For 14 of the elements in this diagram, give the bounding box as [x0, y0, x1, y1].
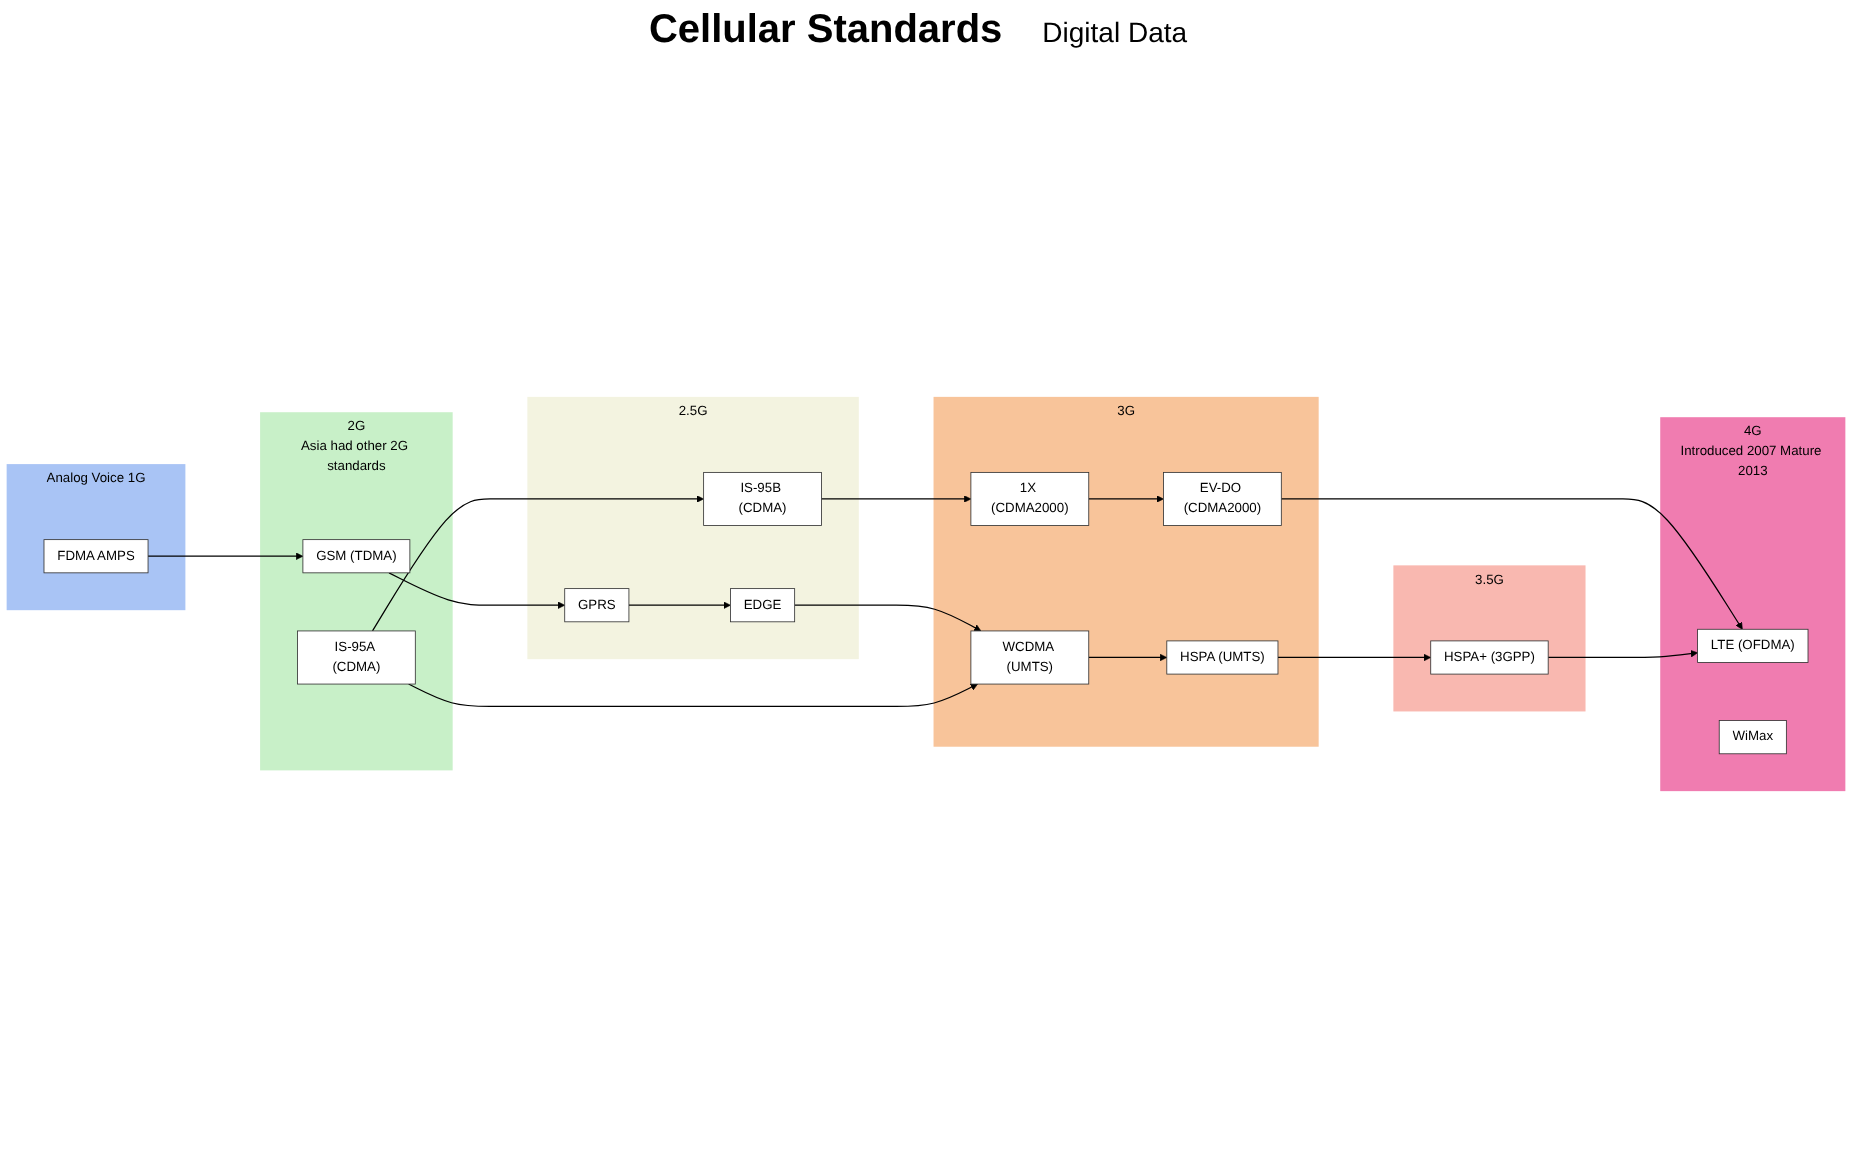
arrow — [371, 495, 704, 632]
arrow — [388, 572, 566, 609]
note-text: Digital Data — [1042, 16, 1188, 48]
arrow — [1280, 498, 1743, 630]
diagram-title: Cellular Standards — [648, 8, 1003, 54]
arrow — [794, 604, 982, 632]
arrow — [407, 683, 978, 708]
arrow — [628, 601, 731, 609]
arrow — [820, 495, 972, 503]
arrow — [1088, 653, 1168, 662]
arrow — [1277, 653, 1432, 662]
arrow — [1547, 650, 1698, 659]
arrow — [147, 552, 304, 560]
arrow — [1088, 495, 1164, 503]
